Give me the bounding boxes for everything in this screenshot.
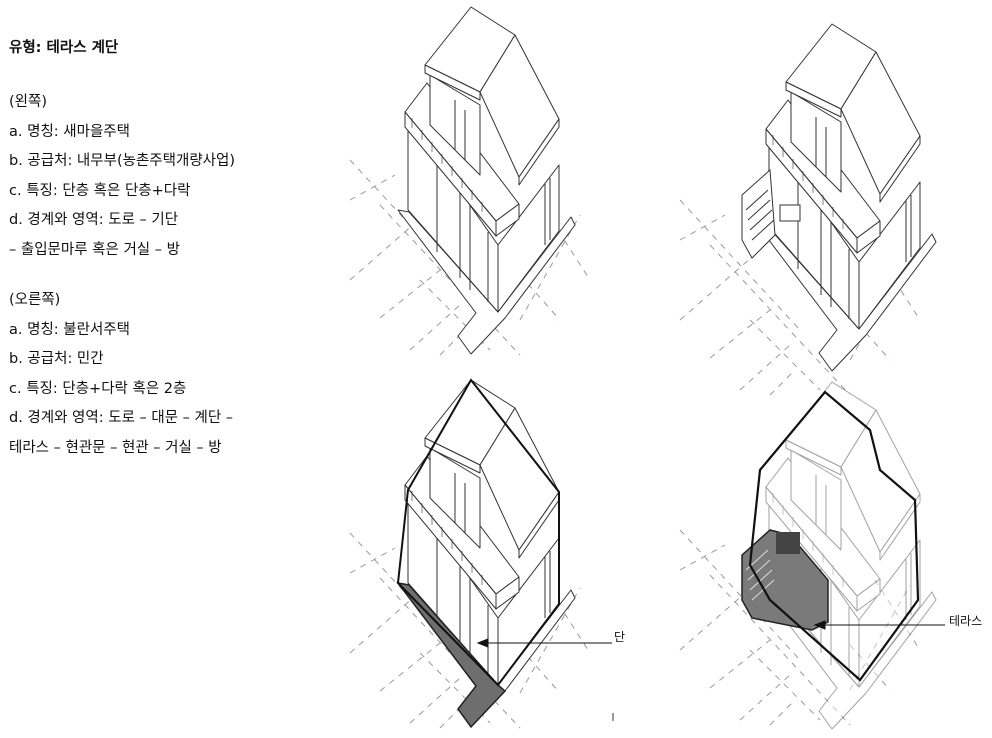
right-line-d: d. 경계와 영역: 도로 – 대문 – 계단 –: [9, 410, 234, 426]
left-line-c: c. 특징: 단층 혹은 단층+다락: [9, 182, 191, 199]
highlighted-platform: [396, 581, 507, 729]
right-heading: (오른쪽): [9, 292, 61, 308]
right-section: (오른쪽) a. 명칭: 불란서주택 b. 공급처: 민간 c. 특징: 단층+…: [9, 286, 233, 463]
left-heading: (왼쪽): [9, 94, 47, 110]
house-top-left: [349, 6, 591, 356]
arrow-left-annotation: [476, 638, 612, 648]
left-line-a: a. 명칭: 새마을주택: [9, 123, 130, 140]
left-line-d-cont: – 출입문마루 혹은 거실 – 방: [9, 241, 180, 258]
document-title: 유형: 테라스 계단: [9, 40, 119, 56]
right-line-c: c. 특징: 단층+다락 혹은 2층: [9, 380, 187, 397]
arrow-right-annotation: [813, 620, 945, 630]
left-line-b: b. 공급처: 내무부(농촌주택개량사업): [9, 153, 235, 169]
right-line-d-cont: 테라스 – 현관문 – 현관 – 거실 – 방: [9, 439, 222, 456]
annotation-terrace: 테라스: [949, 614, 983, 628]
house-top-right: [679, 23, 937, 396]
left-line-d: d. 경계와 영역: 도로 – 기단: [9, 212, 179, 228]
left-section: (왼쪽) a. 명칭: 새마을주택 b. 공급처: 내무부(농촌주택개량사업) …: [9, 88, 235, 265]
right-line-a: a. 명칭: 불란서주택: [9, 321, 130, 338]
annotation-dan: 단: [614, 630, 626, 644]
house-bottom-left: [349, 378, 591, 729]
right-line-b: b. 공급처: 민간: [9, 351, 104, 367]
highlighted-terrace: [741, 529, 829, 631]
house-bottom-right: [679, 381, 937, 730]
